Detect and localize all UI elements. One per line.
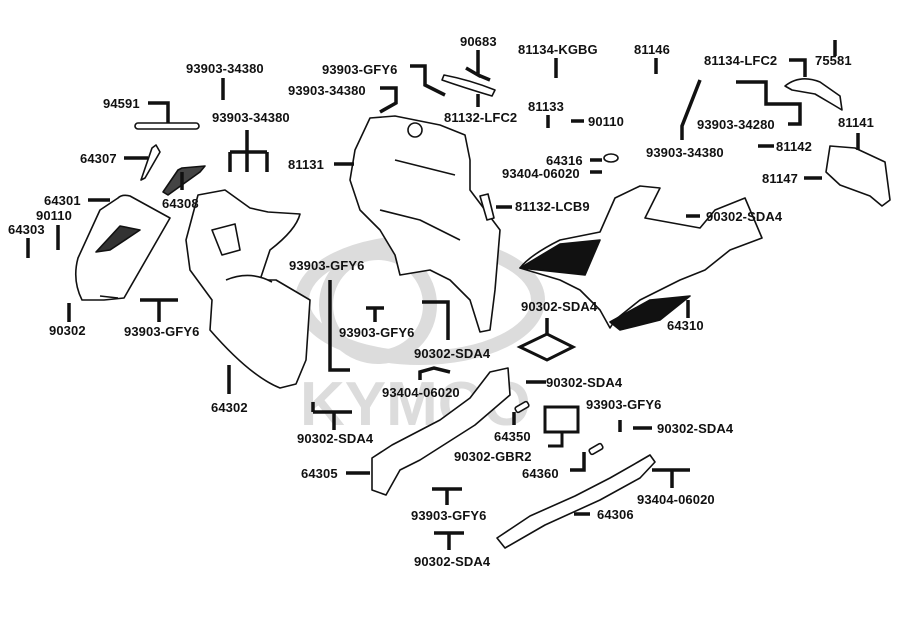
part-label: 64316 <box>546 153 583 168</box>
handle-part <box>784 78 843 111</box>
part-label: 90302-SDA4 <box>414 554 491 569</box>
part-label: 90302-GBR2 <box>454 449 532 464</box>
part-label: 94591 <box>103 96 140 111</box>
part-label: 93404-06020 <box>502 166 580 181</box>
part-label: 64360 <box>522 466 559 481</box>
cap-64350 <box>514 400 530 414</box>
box-lid-part <box>825 145 891 207</box>
part-label: 81142 <box>776 139 812 154</box>
part-label: 64306 <box>597 507 634 522</box>
part-label: 81132-LCB9 <box>515 199 590 214</box>
bracket-part <box>140 144 161 181</box>
part-label: 90302-SDA4 <box>297 431 374 446</box>
part-label: 64308 <box>162 196 199 211</box>
trim-lcb9-part <box>479 193 495 221</box>
part-label: 93903-GFY6 <box>586 397 662 412</box>
front-cover-part <box>74 194 171 301</box>
part-label: 64307 <box>80 151 117 166</box>
part-label: 90683 <box>460 34 497 49</box>
side-cover-right-part <box>496 454 656 549</box>
part-label: 90110 <box>36 208 72 223</box>
front-lower-cover-part <box>185 189 311 389</box>
part-label: 93903-34380 <box>288 83 366 98</box>
part-label: 64303 <box>8 222 45 237</box>
part-label: 90110 <box>588 114 624 129</box>
part-label: 93404-06020 <box>382 385 460 400</box>
part-label: 93903-GFY6 <box>322 62 398 77</box>
part-label: 93903-34380 <box>212 110 290 125</box>
part-label: 81147 <box>762 171 798 186</box>
part-label: 81131 <box>288 157 324 172</box>
mesh-bracket-part <box>162 165 206 196</box>
part-label: 93903-GFY6 <box>289 258 365 273</box>
part-label: 81134-KGBG <box>518 42 598 57</box>
part-label: 81146 <box>634 42 670 57</box>
side-cover-left-part <box>371 367 511 496</box>
part-label: 64305 <box>301 466 338 481</box>
part-label: 81134-LFC2 <box>704 53 778 68</box>
trim-part <box>441 74 496 97</box>
part-label: 90302-SDA4 <box>414 346 491 361</box>
part-label: 93903-GFY6 <box>411 508 487 523</box>
cap-64316 <box>603 153 619 163</box>
part-label: 90302-SDA4 <box>706 209 783 224</box>
clip-strip-part <box>134 122 200 130</box>
part-label: 75581 <box>815 53 852 68</box>
part-label: 64302 <box>211 400 248 415</box>
part-label: 64350 <box>494 429 531 444</box>
part-label: 93903-34380 <box>646 145 724 160</box>
part-label: 64310 <box>667 318 704 333</box>
leader-lines <box>26 40 860 550</box>
part-label: 81141 <box>838 115 874 130</box>
part-label: 90302-SDA4 <box>546 375 623 390</box>
part-label: 93903-34280 <box>697 117 775 132</box>
part-label: 90302-SDA4 <box>521 299 598 314</box>
part-label: 90302 <box>49 323 86 338</box>
part-label: 81132-LFC2 <box>444 110 518 125</box>
part-label: 81133 <box>528 99 564 114</box>
part-label: 93903-34380 <box>186 61 264 76</box>
part-label: 93903-GFY6 <box>124 324 200 339</box>
part-label: 90302-SDA4 <box>657 421 734 436</box>
part-label: 93404-06020 <box>637 492 715 507</box>
cap-64360 <box>588 442 604 456</box>
part-label: 93903-GFY6 <box>339 325 415 340</box>
part-label: 64301 <box>44 193 81 208</box>
